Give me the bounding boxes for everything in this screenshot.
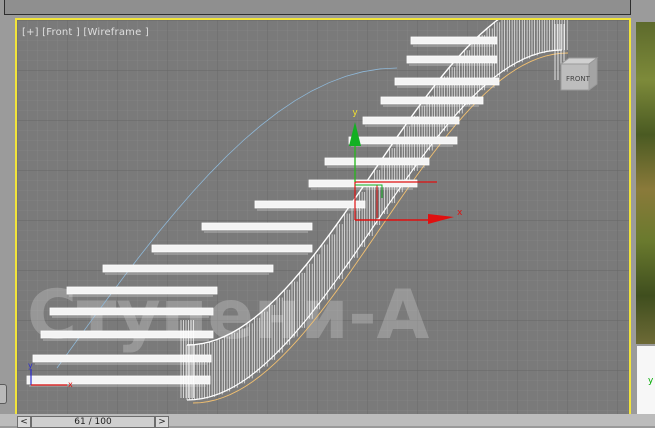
viewport-scene: Ступени-А FRONT y x y x [17, 20, 629, 415]
corner-axis-x-label: x [68, 380, 73, 389]
reference-image-panel [636, 22, 655, 344]
timeline-frame-counter[interactable]: 61 / 100 [31, 416, 155, 428]
timeline-prev-button[interactable]: < [17, 416, 31, 428]
transform-gizmo[interactable]: y x [349, 108, 463, 224]
left-strip [0, 18, 16, 414]
stair-model[interactable] [26, 20, 569, 404]
timeline-next-button[interactable]: > [155, 416, 169, 428]
corner-axis-y-label: y [28, 361, 33, 370]
viewcube[interactable]: FRONT [559, 57, 599, 91]
viewcube-label: FRONT [566, 75, 591, 83]
gizmo-x-arrow [428, 214, 454, 224]
gizmo-y-label: y [352, 108, 358, 118]
gizmo-y-arrow [349, 122, 361, 146]
secondary-viewport[interactable]: y [637, 346, 655, 414]
top-viewport-edge [4, 0, 631, 15]
timeline-bar: < 61 / 100 > [0, 414, 655, 428]
gizmo-x-label: x [457, 208, 463, 218]
secondary-axis-label: y [648, 376, 654, 386]
front-viewport[interactable]: [+] [Front ] [Wireframe ] Ступени-А FRON… [15, 18, 631, 417]
world-axis-tripod: y x [28, 361, 73, 389]
viewport-label[interactable]: [+] [Front ] [Wireframe ] [22, 27, 149, 38]
top-viewport-frame [0, 0, 633, 18]
left-collapse-button[interactable] [0, 384, 7, 404]
